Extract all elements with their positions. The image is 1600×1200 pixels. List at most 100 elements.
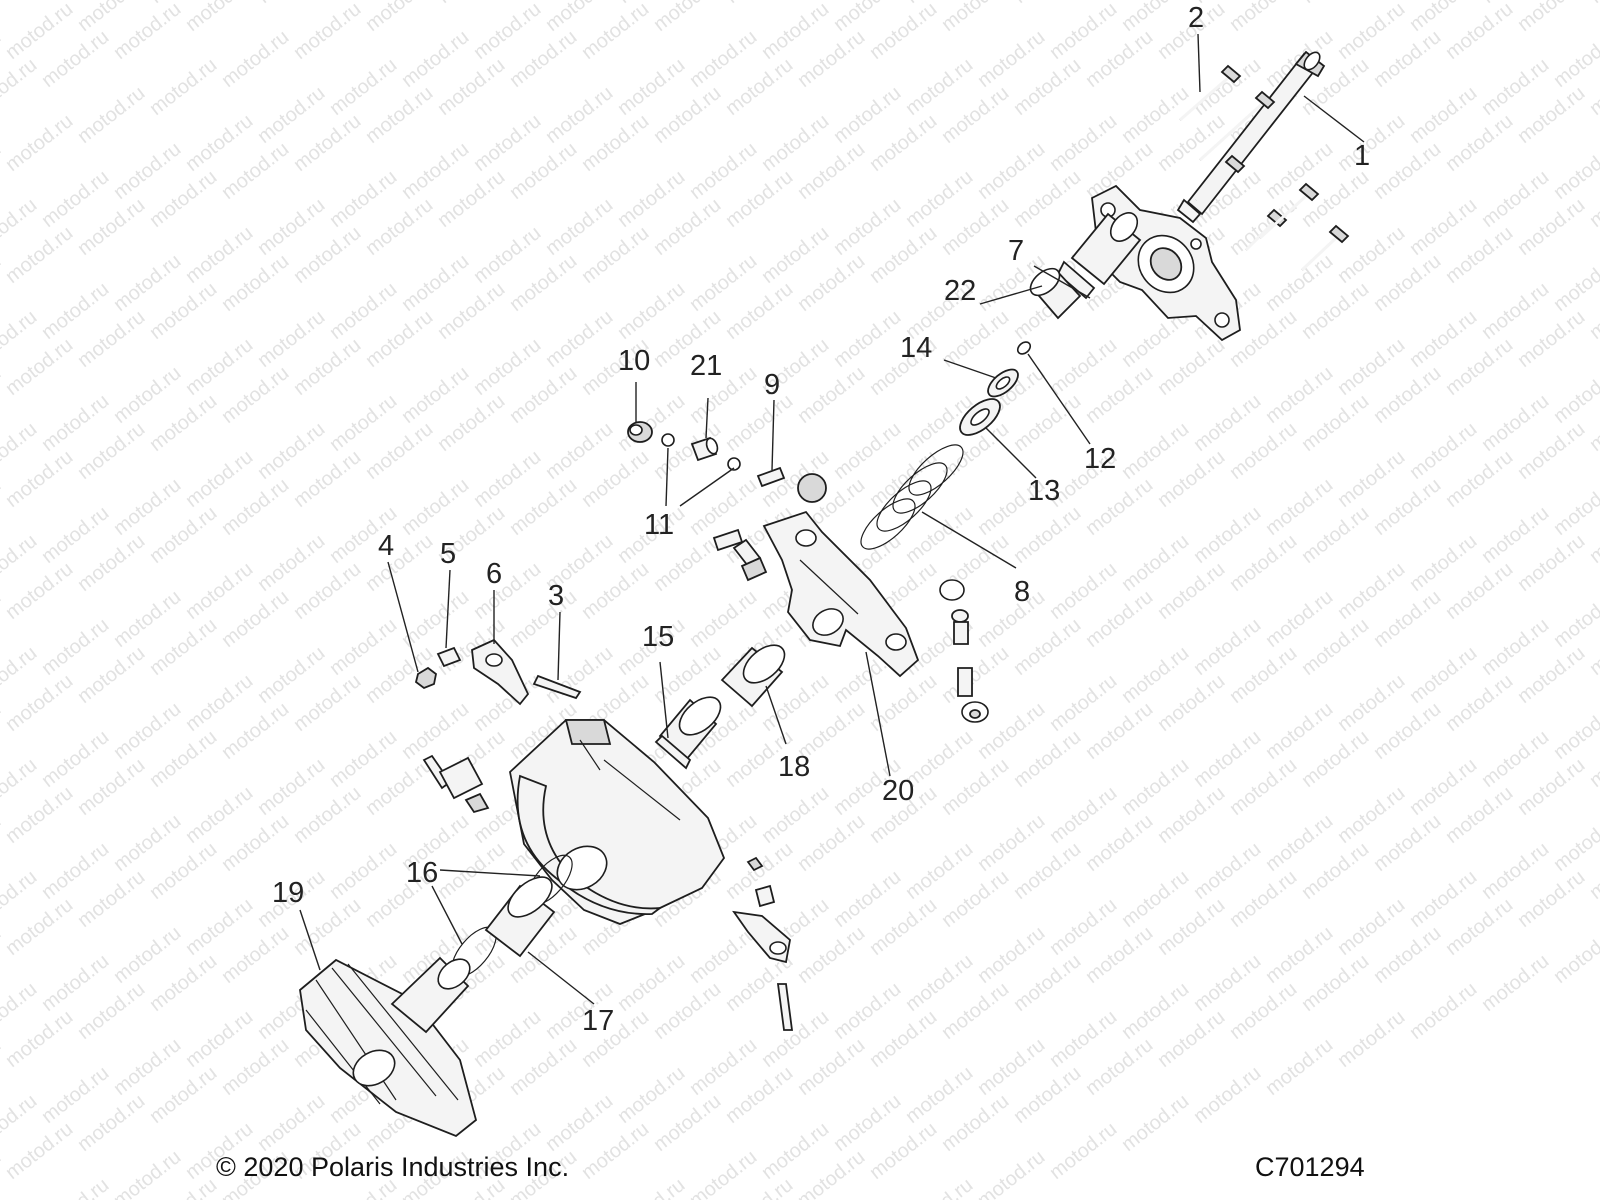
part-4-nut (414, 666, 437, 690)
callout-22: 22 (944, 275, 976, 307)
part-3-pin (532, 674, 582, 700)
watermark-text: motod.ru (110, 1146, 186, 1200)
watermark-text: motod.ru (254, 0, 330, 8)
watermark-text: motod.ru (0, 474, 5, 540)
watermark-text: motod.ru (650, 0, 726, 36)
callout-2: 2 (1188, 2, 1204, 34)
watermark-text: motod.ru (110, 0, 186, 64)
callout-7: 7 (1008, 235, 1024, 267)
callout-6: 6 (486, 558, 502, 590)
watermark-text: motod.ru (1478, 950, 1554, 1016)
watermark-text: motod.ru (614, 1174, 690, 1200)
moveable-sheave (509, 719, 726, 925)
part-6-weight-arm (471, 638, 530, 706)
watermark-text: motod.ru (362, 0, 438, 36)
watermark-text: motod.ru (686, 1146, 762, 1200)
part-5-bushing (436, 646, 462, 668)
part-17-bushing (484, 876, 556, 958)
callout-labels: 1 2 3 4 5 6 7 8 9 10 11 12 13 14 15 16 1… (272, 2, 1370, 1037)
callout-8: 8 (1014, 576, 1030, 608)
leader-lines (299, 33, 1365, 1005)
watermark-text: motod.ru (1262, 1034, 1338, 1100)
watermark-text: motod.ru (2, 110, 78, 176)
callout-11: 11 (644, 509, 674, 541)
callout-4: 4 (378, 530, 394, 562)
callout-20: 20 (882, 775, 914, 807)
watermark-text: motod.ru (0, 250, 5, 316)
watermark-text: motod.ru (1010, 0, 1086, 8)
part-13-washer (959, 398, 1001, 436)
part-11-o-ring-a (661, 433, 675, 447)
watermark-text: motod.ru (182, 0, 258, 36)
watermark-text: motod.ru (434, 0, 510, 8)
watermark-text: motod.ru (1118, 1090, 1194, 1156)
watermark-text: motod.ru (0, 138, 5, 204)
callout-1: 1 (1354, 140, 1370, 172)
part-9-pin (756, 466, 786, 488)
watermark-text: motod.ru (0, 1146, 5, 1200)
plunger-stack (939, 579, 989, 723)
roller-bracket (422, 754, 490, 814)
callout-17: 17 (582, 1005, 614, 1037)
watermark-text: motod.ru (0, 586, 5, 652)
callout-19: 19 (272, 877, 304, 909)
part-10-cap (627, 421, 653, 443)
copyright-notice: © 2020 Polaris Industries Inc. (216, 1152, 570, 1182)
watermark-text: motod.ru (1298, 0, 1374, 8)
watermark-text: motod.ru (578, 0, 654, 64)
watermark-text: motod.ru (866, 0, 942, 64)
watermark-text: motod.ru (902, 1174, 978, 1200)
part-11-o-ring-b (727, 457, 741, 471)
watermark-text: motod.ru (38, 1174, 114, 1200)
callout-10: 10 (618, 345, 650, 377)
watermark-text: motod.ru (1550, 922, 1600, 988)
watermark-text: motod.ru (1226, 0, 1302, 36)
watermark-text: motod.ru (290, 0, 366, 64)
watermark-text: motod.ru (0, 362, 5, 428)
part-1-through-bolt (1176, 50, 1326, 224)
part-7-sleeve (1056, 212, 1142, 300)
watermark-text: motod.ru (0, 810, 5, 876)
watermark-text: motod.ru (722, 0, 798, 8)
callout-5: 5 (440, 538, 456, 570)
part-18-bushing (720, 644, 786, 708)
part-22-bushing (1029, 267, 1082, 320)
callout-16: 16 (406, 857, 438, 889)
watermark-text: motod.ru (938, 0, 1014, 36)
drawing-number: C701294 (1255, 1152, 1365, 1182)
part-15-bushing (654, 696, 722, 770)
callout-9: 9 (764, 369, 780, 401)
callout-15: 15 (642, 621, 674, 653)
part-12-o-ring (1016, 341, 1032, 355)
watermark-text: motod.ru (0, 1034, 5, 1100)
watermark-text: motod.ru (0, 922, 5, 988)
part-8-spring (860, 444, 964, 550)
part-20-bracket (762, 510, 920, 678)
clevis-pin-assembly (712, 528, 768, 582)
callout-13: 13 (1028, 475, 1060, 507)
part-14-washer (987, 368, 1019, 398)
watermark-text: motod.ru (1442, 0, 1518, 64)
part-2-bolts (1179, 64, 1350, 272)
watermark-text: motod.ru (218, 26, 294, 92)
watermark-text: motod.ru (1334, 1006, 1410, 1072)
callout-18: 18 (778, 751, 810, 783)
lower-weight-arm-set (732, 856, 794, 1031)
part-19-fixed-sheave (299, 956, 478, 1138)
watermark-text: motod.ru (74, 82, 150, 148)
watermark-text: motod.ru (0, 0, 41, 8)
watermark-text: motod.ru (1514, 0, 1590, 36)
watermark-text: motod.ru (1190, 1062, 1266, 1128)
watermark-text: motod.ru (0, 54, 41, 120)
watermark-text: motod.ru (146, 54, 222, 120)
watermark-text: motod.ru (1046, 1118, 1122, 1184)
callout-12: 12 (1084, 443, 1116, 475)
watermark-text: motod.ru (0, 698, 5, 764)
callout-14: 14 (900, 332, 932, 364)
watermark-text: motod.ru (974, 1146, 1050, 1200)
watermark-text: motod.ru (1586, 0, 1600, 8)
part-21-roller (690, 436, 719, 462)
roller-ball (797, 473, 827, 503)
callout-3: 3 (548, 580, 564, 612)
